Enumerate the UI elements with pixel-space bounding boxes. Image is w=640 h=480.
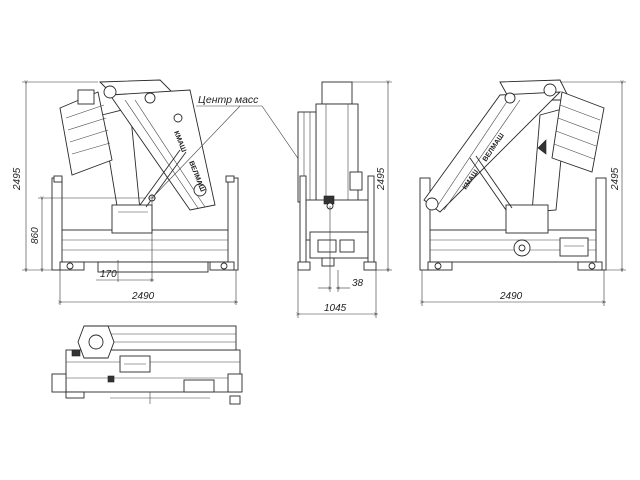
com-offset-dim: 170 [100,269,117,280]
com-lateral-dim: 38 [352,278,364,289]
height-right-dim: 2495 [610,167,621,191]
length-rear-dim: 2490 [499,291,523,302]
front-view-dimensions: 2495 38 1045 [298,82,392,318]
width-front-dim: 1045 [324,303,347,314]
rear-view-dimensions: 2495 2490 [422,82,626,306]
length-side-dim: 2490 [131,291,155,302]
side-view: КМАШ ВЕЛМАШ [51,79,239,273]
height-left-dim: 2495 [12,167,23,191]
plan-view [51,325,243,405]
height-mid-dim: 2495 [376,167,387,191]
pivot-height-dim: 860 [30,227,41,244]
front-view [297,81,377,271]
rear-view: КМАШ ВЕЛМАШ [419,79,607,271]
center-of-mass-label: Центр масс [198,94,259,106]
side-view-dimensions: 2495 860 170 2490 [12,82,236,305]
